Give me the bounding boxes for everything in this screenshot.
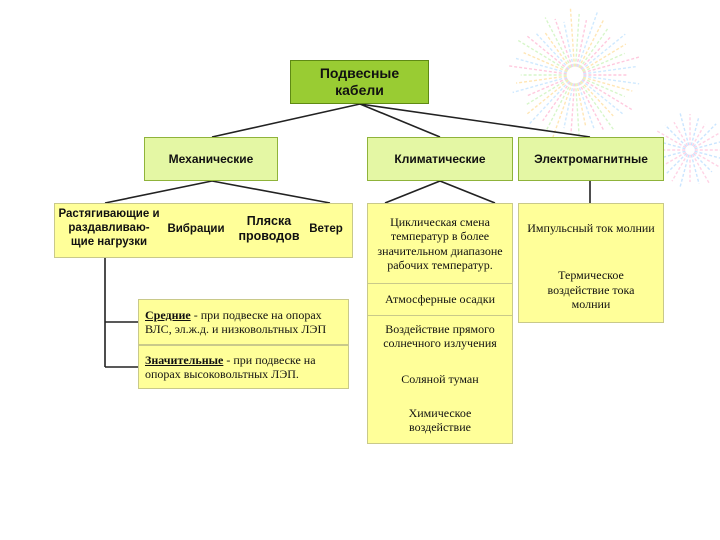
significant-loads-term: Значительные [145, 352, 224, 367]
firework-ray [512, 76, 568, 94]
firework-ray [576, 83, 587, 127]
climatic-item-label: Циклическая смена температур в более зна… [377, 214, 503, 272]
firework-ray [525, 79, 569, 116]
firework-ray [515, 57, 568, 74]
firework-ray [525, 78, 569, 106]
firework-ray [659, 141, 686, 150]
firework-ray [673, 121, 689, 147]
climatic-item-label: Атмосферные осадки [384, 292, 496, 307]
firework-ray [691, 153, 710, 184]
firework-ray [692, 152, 713, 173]
medium-loads-box: Средние - при подвеске на опорах ВЛС, эл… [138, 299, 349, 345]
firework-ray [656, 130, 687, 149]
firework-ray [578, 82, 605, 132]
em-item-label: Термическое воздействие тока молнии [547, 268, 635, 312]
firework-ray [679, 112, 690, 146]
root-title: Подвесные кабели [319, 65, 400, 98]
category-climatic: Климатические [367, 137, 513, 181]
climatic-item-temperature-cycling: Циклическая смена температур в более зна… [368, 204, 512, 284]
category-electromagnetic-label: Электромагнитные [534, 151, 648, 166]
firework-ray [690, 154, 700, 184]
firework-ray [577, 82, 595, 130]
significant-loads-text: Значительные - при подвеске на опорах вы… [145, 353, 342, 382]
mechanical-items-box: Растягивающие и раздавливаю-щие нагрузки… [54, 203, 353, 258]
firework-ray [563, 21, 574, 67]
firework-ray [526, 77, 568, 97]
electromagnetic-column: Импульсный ток молнии Термическое воздей… [518, 203, 664, 323]
category-mechanical-label: Механические [168, 151, 254, 166]
firework-ray [582, 77, 626, 98]
firework-ray [694, 141, 720, 150]
firework-ray [570, 83, 576, 135]
firework-ray [580, 36, 612, 70]
climatic-item-label: Соляной туман [401, 371, 479, 386]
firework-ray [578, 18, 605, 68]
firework-ray [581, 43, 627, 72]
climatic-column: Циклическая смена температур в более зна… [367, 203, 513, 444]
climatic-item-solar-radiation: Воздействие прямого солнечного излучения [368, 316, 512, 356]
climatic-item-chemical: Химическое воздействие [368, 400, 512, 440]
stretching-loads: Растягивающие и раздавливаю-щие нагрузки [58, 208, 160, 248]
category-mechanical: Механические [144, 137, 278, 181]
firework-ray [694, 150, 720, 159]
firework-ray [542, 81, 571, 122]
firework-ray [574, 83, 581, 140]
firework-ray [546, 82, 572, 130]
firework-ray [671, 153, 689, 182]
firework-ray [515, 75, 567, 84]
firework-ray [576, 20, 588, 67]
firework-ray [544, 17, 572, 68]
firework-ray [582, 76, 633, 92]
category-climatic-label: Климатические [394, 151, 486, 166]
firework-ray [581, 33, 626, 71]
climatic-item-salt-fog: Соляной туман [368, 364, 512, 394]
firework-ray [583, 65, 636, 75]
firework-ray [663, 151, 687, 166]
firework-ray [574, 13, 580, 67]
conductor-galloping: Пляска проводов [238, 214, 300, 243]
category-electromagnetic: Электромагнитные [518, 137, 664, 181]
climatic-item-label: Химическое воздействие [408, 405, 472, 434]
em-item-lightning-current: Импульсный ток молнии [519, 208, 663, 248]
firework-ray [579, 27, 609, 69]
significant-loads-box: Значительные - при подвеске на опорах вы… [138, 345, 349, 389]
firework-ray [563, 83, 574, 129]
em-item-lightning-thermal: Термическое воздействие тока молнии [519, 262, 663, 318]
firework-ray [664, 124, 688, 148]
firework-ray [525, 34, 569, 71]
medium-loads-text: Средние - при подвеске на опорах ВЛС, эл… [145, 308, 342, 337]
firework-ray [692, 123, 717, 148]
root-node: Подвесные кабели [290, 60, 429, 104]
firework-ray [580, 80, 614, 117]
firework-ray [523, 52, 568, 73]
firework-ray [535, 32, 570, 70]
firework-ray [582, 52, 626, 73]
climatic-item-precipitation: Атмосферные осадки [368, 284, 512, 316]
medium-loads-term: Средние [145, 307, 191, 322]
firework-ray [554, 18, 573, 68]
firework-ray [679, 154, 690, 188]
vibration: Вибрации [167, 223, 225, 235]
firework-ray [544, 31, 571, 69]
firework-ray [581, 79, 623, 115]
em-item-label: Импульсный ток молнии [527, 220, 655, 235]
firework-ray [583, 75, 640, 85]
significant-loads-description: - при подвеске на опорах высоковольтных … [145, 352, 316, 381]
wind: Ветер [309, 223, 343, 235]
climatic-item-label: Воздействие прямого солнечного излучения [383, 321, 497, 350]
medium-loads-description: - при подвеске на опорах ВЛС, эл.ж.д. и … [145, 307, 327, 336]
firework-ray [691, 123, 706, 147]
